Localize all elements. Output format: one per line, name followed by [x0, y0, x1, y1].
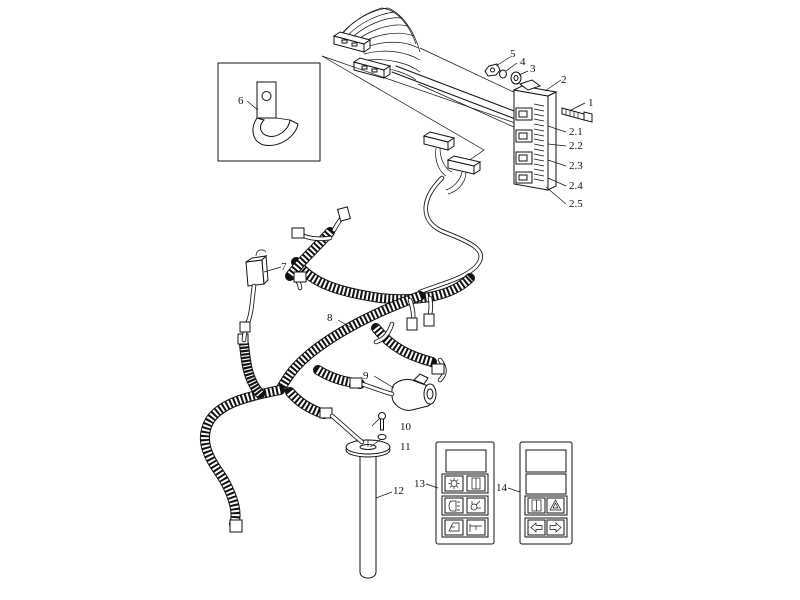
- callout-8: 8: [327, 312, 333, 324]
- fuel-sender-part-12: [329, 413, 391, 579]
- washer-part-11: [377, 434, 387, 440]
- callout-3: 3: [530, 63, 536, 75]
- callout-7: 7: [281, 261, 287, 273]
- callout-4: 4: [520, 56, 526, 68]
- callout-13: 13: [414, 478, 426, 490]
- connector-a: [332, 31, 372, 53]
- harness-connectors: [229, 206, 445, 533]
- bar-icon-14: [531, 499, 542, 512]
- callout-2-1: 2.1: [569, 126, 583, 138]
- relay-part-7: [239, 249, 269, 343]
- lockwasher-part-4: [499, 69, 507, 79]
- washer-part-3: [510, 71, 522, 85]
- arrow-left-icon: [530, 522, 543, 533]
- hazard-icon: [549, 499, 562, 511]
- callout-2-2: 2.2: [569, 140, 583, 152]
- bolt-part-10: [378, 412, 386, 431]
- callout-2: 2: [561, 74, 567, 86]
- callout-2-5: 2.5: [569, 198, 583, 210]
- bolt-part-1: [561, 107, 593, 123]
- mid-connectors: [422, 131, 482, 195]
- callout-10: 10: [400, 421, 412, 433]
- leader-lines: [246, 56, 586, 499]
- switch-panel-14: [519, 441, 573, 545]
- detail-box-part-6: [217, 62, 321, 162]
- nut-part-5: [484, 63, 501, 77]
- lamp-icon: [470, 500, 481, 511]
- bar-icon: [471, 477, 481, 490]
- sun-icon: [448, 478, 460, 489]
- connector-b: [352, 57, 392, 79]
- callout-labels: 1 2 2.1 2.2 2.3 2.4 2.5 3 4 5 6 7 8 9 10…: [238, 48, 594, 497]
- door-icon: [448, 522, 460, 532]
- headlight-icon: [448, 500, 460, 512]
- callout-1: 1: [588, 97, 594, 109]
- arrow-right-icon: [549, 522, 562, 533]
- callout-2-4: 2.4: [569, 180, 583, 192]
- clip-part: [252, 81, 299, 146]
- callout-11: 11: [400, 441, 411, 453]
- fuse-module-4: [515, 171, 533, 184]
- fuse-module-1: [515, 107, 533, 121]
- fuse-block: [512, 79, 558, 191]
- switch-panel-13: [435, 441, 495, 545]
- fuse-module-2: [515, 129, 533, 143]
- callout-14: 14: [496, 482, 508, 494]
- callout-5: 5: [510, 48, 516, 60]
- callout-6: 6: [238, 95, 244, 107]
- callout-12: 12: [393, 485, 404, 497]
- detail-frame: [217, 62, 321, 162]
- callout-2-3: 2.3: [569, 160, 583, 172]
- horn-icon: [469, 524, 482, 532]
- callout-9: 9: [363, 370, 369, 382]
- top-connector-cluster: [321, 7, 523, 125]
- ignition-switch-part-9: [349, 373, 437, 411]
- fuse-module-3: [515, 151, 533, 165]
